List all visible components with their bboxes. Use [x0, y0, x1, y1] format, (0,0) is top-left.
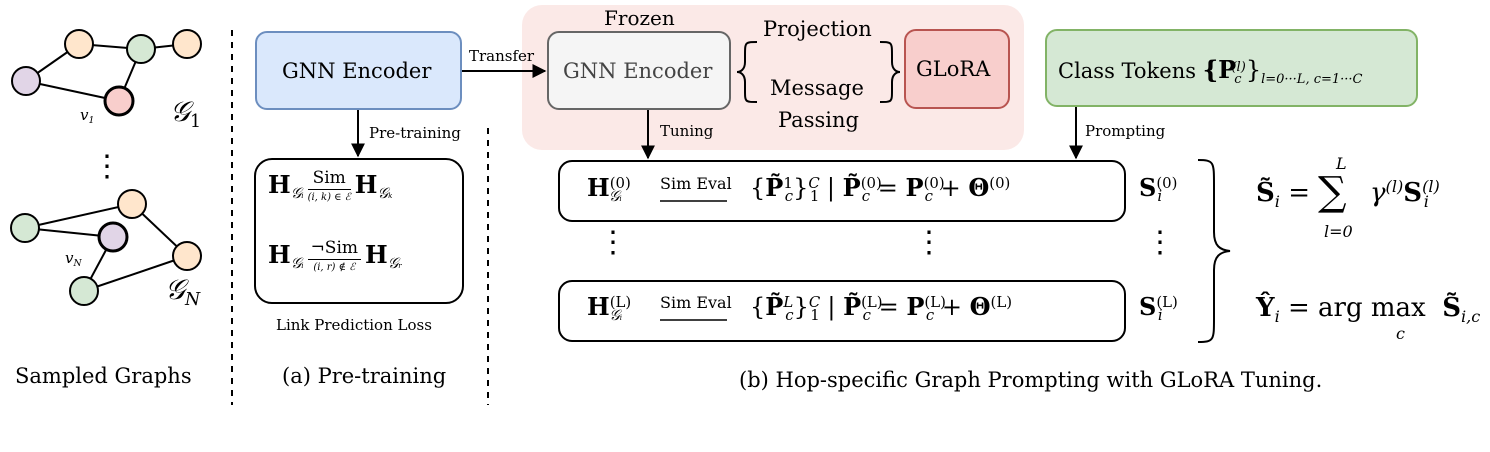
argmax-subscript: c [1396, 324, 1405, 343]
sum-symbol: ∑ [1318, 169, 1347, 215]
hop-row-L-box [558, 280, 1126, 342]
class-tokens-label: Class Tokens {Pc(l)}l=0···L, c=1···C [1058, 55, 1363, 87]
graphn-node-label: vN [65, 249, 82, 270]
frozen-encoder-box [547, 31, 731, 110]
graphn-node-green-b [69, 276, 99, 306]
sampled-graph-n [10, 189, 202, 306]
pretrain-encoder-box [255, 31, 462, 110]
loss-box [254, 158, 464, 304]
rowL-sim-eval: Sim Eval [660, 293, 732, 312]
pretrain-caption: (a) Pre-training [282, 364, 447, 388]
pretrain-encoder-label: GNN Encoder [282, 59, 432, 83]
graph1-node-green [126, 34, 156, 64]
row-vdots-middle: ⋮ [914, 225, 944, 260]
brace-close [879, 41, 901, 103]
prompting-label: Prompting [1085, 122, 1166, 140]
row0-S-term: S(0)i [1139, 173, 1178, 206]
tuning-label: Tuning [660, 122, 714, 140]
row0-sim-eval: Sim Eval [660, 174, 732, 193]
rowL-prompt-equation: {P̃Lc}C1 | P̃(L)c = P(L)c + Θ(L) [750, 292, 1013, 325]
hop-row-0-box [558, 160, 1126, 222]
graph1-node-label: v1 [80, 106, 95, 127]
glora-label: GLoRA [916, 57, 991, 81]
sampled-graphs-caption: Sampled Graphs [15, 364, 192, 388]
class-tokens-box [1045, 29, 1418, 107]
row0-prompt-equation: {P̃1c}C1 | P̃(0)c = P(0)c + Θ(0) [750, 173, 1011, 206]
projection-label: Projection [763, 17, 872, 41]
prompting-caption: (b) Hop-specific Graph Prompting with GL… [739, 368, 1323, 392]
row0-H-term: H(0)𝒢i [587, 173, 631, 206]
prediction-equation: Ŷi = arg max S̃i,c [1256, 293, 1481, 326]
graphn-label: 𝒢N [165, 273, 201, 311]
sum-upper-limit: L [1336, 154, 1347, 173]
graph1-target-node [103, 85, 135, 117]
rowL-S-term: S(L)i [1139, 292, 1178, 325]
rowL-H-term: H(L)𝒢i [587, 292, 632, 325]
graph1-node-orange-a [64, 29, 94, 59]
graphn-node-orange-b [172, 241, 202, 271]
row-vdots-right: ⋮ [1145, 225, 1175, 260]
frozen-encoder-label: GNN Encoder [563, 59, 713, 83]
graphn-node-green-a [10, 213, 40, 243]
graph1-node-purple [11, 66, 41, 96]
row-vdots-left: ⋮ [598, 225, 628, 260]
graph1-node-orange-b [172, 29, 202, 59]
message-label: Message [770, 76, 864, 100]
graphn-target-node [97, 221, 129, 253]
transfer-label: Transfer [469, 47, 535, 65]
glora-box [904, 29, 1010, 109]
graph-vdots: ⋮ [92, 149, 122, 184]
graph1-label: 𝒢1 [170, 95, 201, 133]
frozen-label: Frozen [604, 6, 675, 30]
brace-open [736, 41, 758, 103]
brace-rows [1197, 159, 1231, 343]
passing-label: Passing [778, 108, 859, 132]
sum-lower-limit: l=0 [1324, 222, 1353, 241]
sampled-graph-1 [11, 29, 202, 117]
pretrain-arrow-label: Pre-training [369, 124, 461, 142]
graphn-node-orange-a [117, 189, 147, 219]
score-aggregation-equation: S̃i = [1256, 178, 1310, 211]
sum-body: γ(l)S(l)i [1370, 177, 1440, 211]
loss-caption: Link Prediction Loss [276, 316, 432, 334]
